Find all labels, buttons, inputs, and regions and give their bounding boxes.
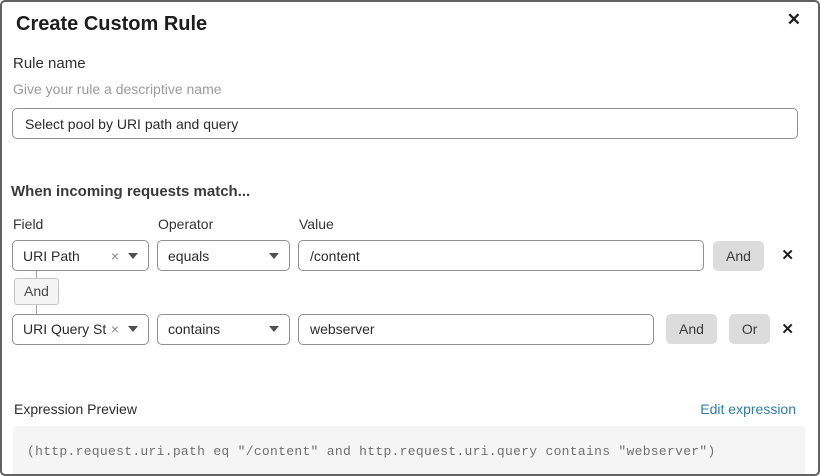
condition-row: URI Query St... × contains And Or ✕ xyxy=(12,313,810,345)
connector-line xyxy=(36,304,37,314)
match-section-heading: When incoming requests match... xyxy=(11,183,251,200)
condition-connector: And xyxy=(14,271,59,314)
field-select-value: URI Path xyxy=(23,247,80,264)
clear-field-icon[interactable]: × xyxy=(110,321,119,338)
and-button[interactable]: And xyxy=(713,240,764,271)
rule-name-input[interactable] xyxy=(12,108,798,139)
and-connector-badge: And xyxy=(14,278,59,305)
operator-select-value: equals xyxy=(168,247,210,264)
and-button[interactable]: And xyxy=(666,314,717,345)
expression-preview-header: Expression Preview Edit expression xyxy=(14,401,796,417)
delete-condition-icon[interactable]: ✕ xyxy=(781,320,794,338)
connector-line xyxy=(36,271,37,278)
expression-preview-code: (http.request.uri.path eq "/content" and… xyxy=(13,425,805,474)
or-button[interactable]: Or xyxy=(728,314,771,345)
operator-select[interactable]: equals xyxy=(157,240,290,271)
field-select-value: URI Query St... xyxy=(23,321,107,338)
condition-column-labels: Field Operator Value xyxy=(13,216,802,232)
condition-row: URI Path × equals And ✕ xyxy=(12,240,810,271)
close-icon[interactable]: ✕ xyxy=(783,7,805,32)
value-input[interactable] xyxy=(298,240,704,271)
rule-name-label: Rule name xyxy=(13,55,86,72)
value-column-label: Value xyxy=(299,216,334,232)
operator-select-value: contains xyxy=(168,321,221,338)
chevron-down-icon xyxy=(128,252,138,259)
rule-name-helper: Give your rule a descriptive name xyxy=(13,81,222,97)
chevron-down-icon xyxy=(128,326,138,333)
delete-condition-icon[interactable]: ✕ xyxy=(781,247,794,264)
edit-expression-link[interactable]: Edit expression xyxy=(700,400,796,417)
expression-preview-label: Expression Preview xyxy=(14,400,137,417)
field-select[interactable]: URI Path × xyxy=(12,240,149,271)
value-input[interactable] xyxy=(298,313,654,345)
chevron-down-icon xyxy=(269,252,279,259)
clear-field-icon[interactable]: × xyxy=(110,247,119,264)
field-select[interactable]: URI Query St... × xyxy=(12,313,149,345)
operator-column-label: Operator xyxy=(158,216,214,232)
chevron-down-icon xyxy=(269,326,279,333)
operator-select[interactable]: contains xyxy=(157,313,290,345)
field-column-label: Field xyxy=(13,216,44,232)
page-title: Create Custom Rule xyxy=(16,13,208,35)
